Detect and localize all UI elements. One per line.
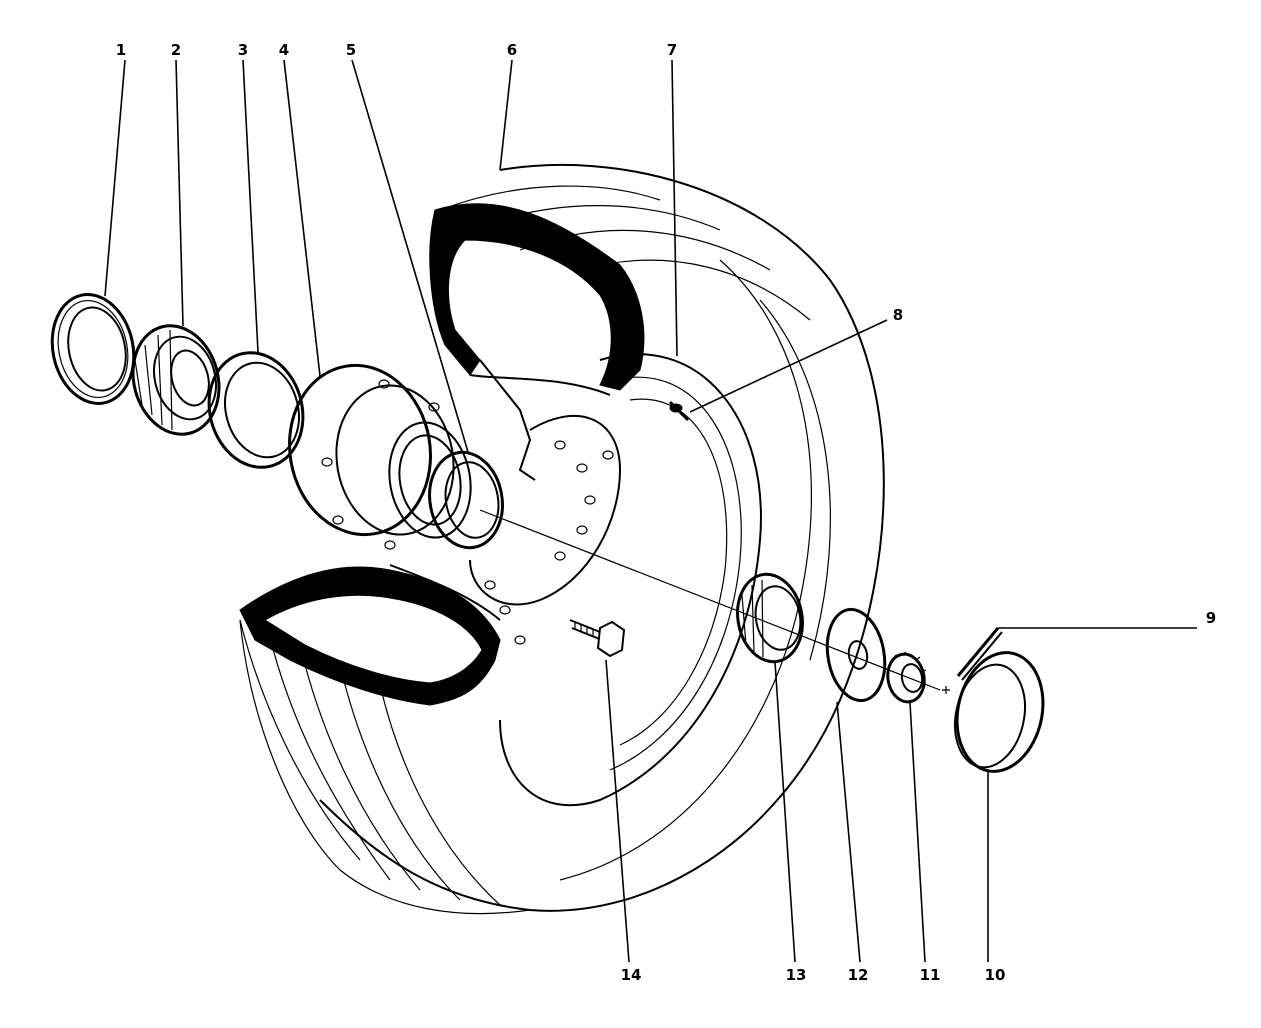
- axle-centerline: [479, 509, 941, 691]
- tire-icon: [239, 164, 885, 915]
- cotter-pin-icon: [956, 627, 1003, 681]
- hub-icon: [288, 363, 472, 550]
- hub-cap-icon: [954, 651, 1045, 773]
- valve-stem-icon: [668, 400, 690, 422]
- callout-4: 4: [279, 41, 289, 59]
- callout-12: 12: [848, 966, 869, 984]
- callout-9: 9: [1206, 609, 1216, 627]
- roller-bearing-icon: [131, 324, 221, 436]
- washer-icon: [825, 607, 887, 703]
- callout-8: 8: [893, 306, 903, 324]
- bolt-icon: [569, 619, 626, 658]
- cross-mark: [942, 686, 950, 694]
- callout-11: 11: [920, 966, 941, 984]
- seal-ring-icon: [50, 293, 136, 405]
- roller-bearing-icon: [736, 572, 804, 664]
- castle-nut-icon: [886, 651, 927, 704]
- callout-2: 2: [171, 41, 181, 59]
- callout-3: 3: [238, 41, 248, 59]
- wheel-rim-icon: [389, 353, 762, 807]
- callout-7: 7: [667, 41, 677, 59]
- callout-labels: 1 2 3 4 5 6 7 8 9 10 11 12 13 14: [116, 41, 1216, 984]
- leader-lines: [104, 59, 1197, 963]
- bearing-cup-icon: [428, 450, 504, 550]
- callout-14: 14: [621, 966, 642, 984]
- callout-10: 10: [985, 966, 1006, 984]
- callout-5: 5: [346, 41, 356, 59]
- callout-13: 13: [786, 966, 807, 984]
- callout-1: 1: [116, 41, 126, 59]
- callout-6: 6: [507, 41, 517, 59]
